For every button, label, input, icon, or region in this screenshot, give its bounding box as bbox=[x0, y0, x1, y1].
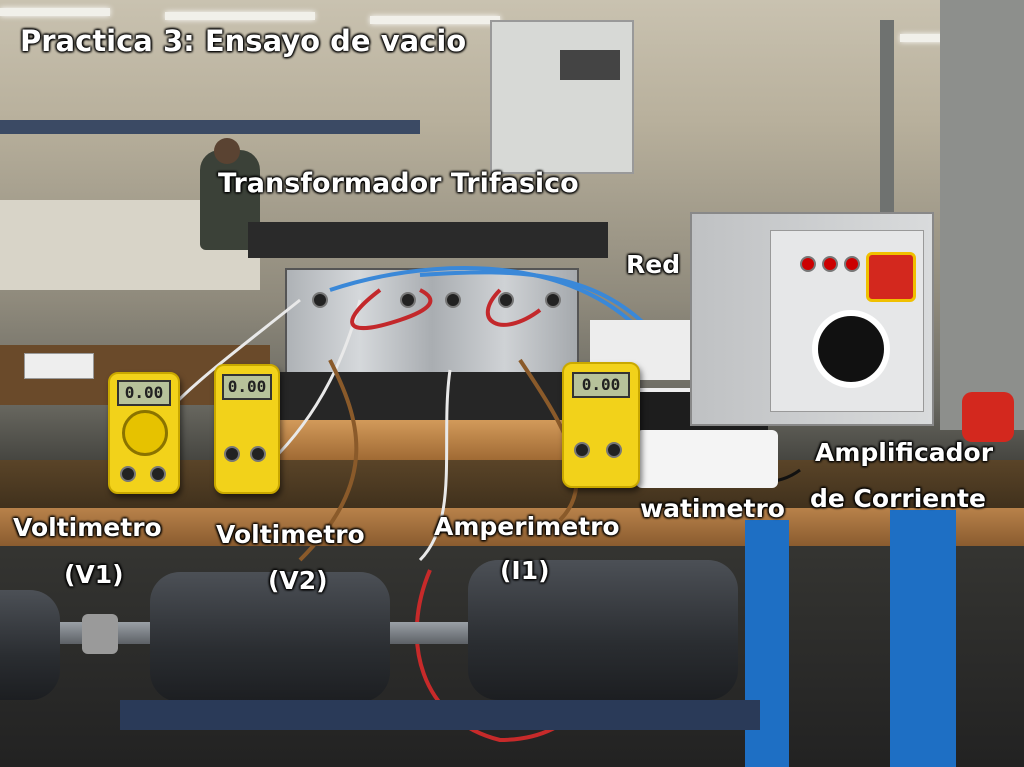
terminal bbox=[822, 256, 838, 272]
coupling bbox=[82, 614, 118, 654]
terminal bbox=[150, 466, 166, 482]
voltmeter-v2-label: Voltimetro bbox=[216, 520, 365, 549]
terminal bbox=[498, 292, 514, 308]
voltmeter-v2: 0.00 bbox=[214, 364, 280, 494]
terminal bbox=[250, 446, 266, 462]
table-edge bbox=[0, 508, 1024, 546]
ceiling-light bbox=[900, 34, 950, 42]
back-shelf bbox=[0, 120, 420, 134]
table-leg bbox=[890, 510, 956, 767]
person-head bbox=[214, 138, 240, 164]
terminal bbox=[606, 442, 622, 458]
title-label: Practica 3: Ensayo de vacio bbox=[20, 24, 467, 58]
motor-base bbox=[120, 700, 760, 730]
terminal bbox=[545, 292, 561, 308]
wooden-base bbox=[275, 420, 585, 460]
terminal bbox=[844, 256, 860, 272]
v1-display: 0.00 bbox=[117, 380, 171, 406]
amplifier-knob bbox=[812, 310, 890, 388]
rack-display bbox=[560, 50, 620, 80]
ceiling-light bbox=[0, 8, 110, 16]
i1-display: 0.00 bbox=[572, 372, 630, 398]
terminal bbox=[312, 292, 328, 308]
ammeter-i1: 0.00 bbox=[562, 362, 640, 488]
dc-motor bbox=[150, 572, 390, 702]
voltmeter-v2-id: (V2) bbox=[268, 566, 328, 595]
transformer-label: Transformador Trifasico bbox=[218, 168, 579, 199]
voltmeter-v1-label: Voltimetro bbox=[13, 513, 162, 542]
terminal bbox=[400, 292, 416, 308]
voltmeter-v1: 0.00 bbox=[108, 372, 180, 494]
ammeter-label: Amperimetro bbox=[434, 512, 620, 541]
terminal bbox=[120, 466, 136, 482]
v2-display: 0.00 bbox=[222, 374, 272, 400]
instrument-rack bbox=[490, 20, 634, 174]
induction-motor bbox=[468, 560, 738, 700]
amplifier-label-line2: de Corriente bbox=[810, 484, 986, 513]
amplifier-label-line1: Amplificador bbox=[815, 438, 994, 467]
wattmeter-base bbox=[636, 430, 778, 488]
terminal bbox=[224, 446, 240, 462]
terminal bbox=[445, 292, 461, 308]
red-switch bbox=[866, 252, 916, 302]
terminal bbox=[574, 442, 590, 458]
grid-label: Red bbox=[626, 250, 681, 279]
red-plug bbox=[962, 392, 1014, 442]
metal-frame bbox=[880, 20, 894, 240]
voltmeter-v1-id: (V1) bbox=[64, 560, 124, 589]
v1-selector-dial bbox=[122, 410, 168, 456]
wattmeter-label: watimetro bbox=[640, 494, 785, 523]
left-motor bbox=[0, 590, 60, 700]
ceiling-light bbox=[370, 16, 500, 24]
ammeter-id: (I1) bbox=[500, 556, 550, 585]
transformer-top-plate bbox=[248, 222, 608, 258]
ceiling-light bbox=[165, 12, 315, 20]
terminal bbox=[800, 256, 816, 272]
white-box bbox=[24, 353, 94, 379]
metal-frame bbox=[940, 0, 1024, 430]
